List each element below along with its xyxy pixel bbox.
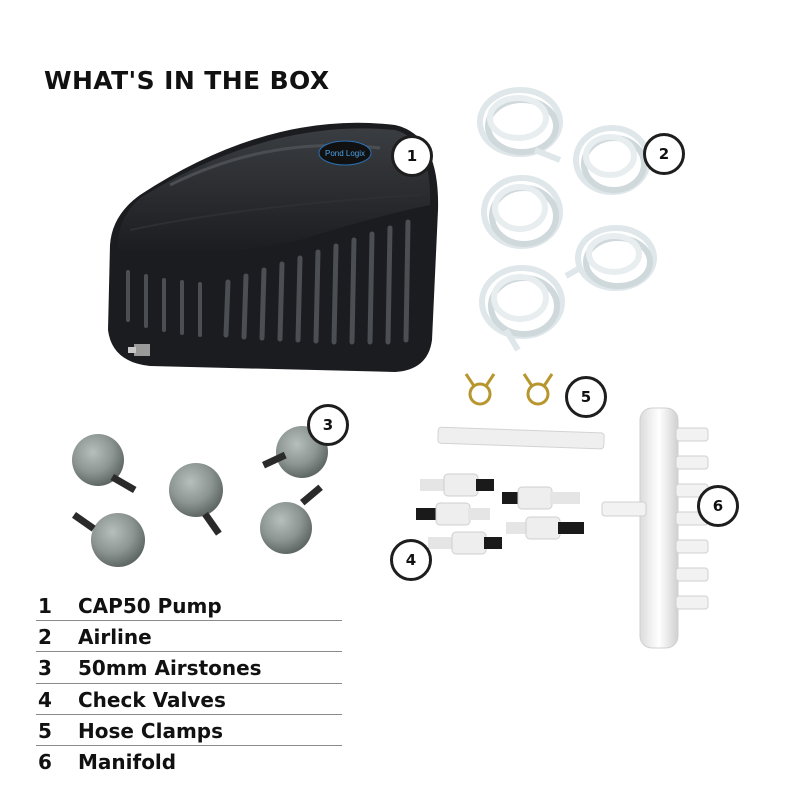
- legend-row: 4 Check Valves: [36, 684, 342, 715]
- check-valves-image: [416, 473, 584, 555]
- airline-tubing-image: [477, 87, 657, 352]
- legend-row: 5 Hose Clamps: [36, 715, 342, 746]
- legend-row: 6 Manifold: [36, 746, 342, 777]
- item-badge-4: 4: [390, 539, 432, 581]
- legend-row: 2 Airline: [36, 621, 342, 653]
- legend-label: CAP50 Pump: [78, 594, 222, 618]
- legend-label: Hose Clamps: [78, 718, 223, 743]
- contents-legend: 1 CAP50 Pump 2 Airline 3 50mm Airstones …: [36, 590, 342, 777]
- legend-number: 6: [38, 749, 52, 774]
- legend-number: 3: [38, 656, 52, 681]
- legend-label: Manifold: [78, 749, 177, 774]
- item-badge-2: 2: [643, 133, 685, 175]
- legend-number: 2: [38, 625, 52, 650]
- item-badge-1: 1: [391, 135, 433, 177]
- manifold-image: [601, 407, 709, 649]
- item-badge-5: 5: [565, 376, 607, 418]
- item-badge-3: 3: [307, 404, 349, 446]
- item-badge-6: 6: [697, 485, 739, 527]
- legend-row: 1 CAP50 Pump: [36, 590, 342, 622]
- legend-label: 50mm Airstones: [78, 656, 262, 681]
- legend-row: 3 50mm Airstones: [36, 652, 342, 684]
- straight-connector-image: [437, 426, 605, 450]
- air-pump-image: Pond Logix: [108, 122, 439, 372]
- legend-label: Check Valves: [78, 687, 226, 712]
- airstones-image: [71, 426, 328, 567]
- legend-number: 4: [38, 687, 52, 712]
- page-title: WHAT'S IN THE BOX: [44, 66, 330, 95]
- legend-label: Airline: [78, 625, 152, 650]
- brand-logo: Pond Logix: [325, 149, 365, 158]
- legend-number: 1: [38, 594, 52, 618]
- legend-number: 5: [38, 718, 52, 743]
- hose-clamps-image: [464, 373, 554, 406]
